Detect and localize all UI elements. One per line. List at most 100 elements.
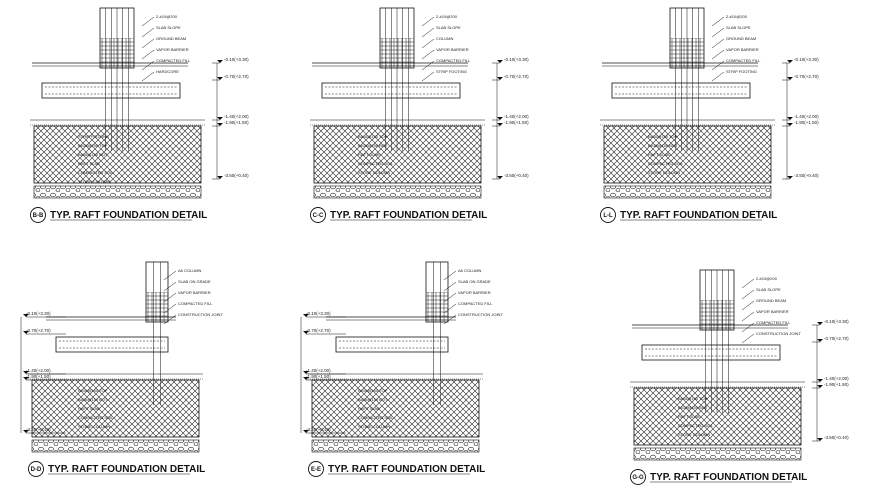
annotation-label: 2-#10@200 bbox=[436, 14, 458, 19]
foundation-detail-e-e: -0.10(+3.30)-0.70(+2.70)-1.40(+2.00)-1.9… bbox=[300, 261, 503, 477]
annotation-leader bbox=[443, 281, 457, 292]
level-label: -1.40(+2.00) bbox=[504, 114, 529, 119]
level-label: -0.70(+2.70) bbox=[306, 328, 331, 333]
level-label: -0.10(+3.30) bbox=[794, 57, 819, 62]
annotation-label: STONE COLUMN bbox=[648, 170, 680, 175]
level-label: -3.50(+0.40) bbox=[824, 435, 849, 440]
annotation-label: B#16@150 TOP bbox=[78, 388, 108, 393]
ground-beam bbox=[41, 82, 181, 99]
level-label: -1.40(+2.00) bbox=[824, 376, 849, 381]
annotation-leader bbox=[141, 27, 155, 38]
annotation-leader bbox=[141, 49, 155, 60]
level-label: -1.40(+2.00) bbox=[224, 114, 249, 119]
section-tag: B-B bbox=[33, 213, 44, 219]
annotation-leader bbox=[711, 27, 725, 38]
level-label: -1.90(+1.50) bbox=[794, 120, 819, 125]
annotation-label: B#16@150 BOT bbox=[358, 397, 388, 402]
foundation-detail-d-d: -0.10(+3.30)-0.70(+2.70)-1.40(+2.00)-1.9… bbox=[20, 261, 223, 477]
level-label: -3.50(+0.40) bbox=[306, 427, 331, 432]
raft-slab bbox=[33, 125, 202, 184]
detail-title: TYP. RAFT FOUNDATION DETAIL bbox=[620, 210, 777, 221]
annotation-label: B#16@150 BOT bbox=[678, 405, 708, 410]
annotation-label: COMPACTED FILL bbox=[436, 58, 471, 63]
annotation-label: COMPACTED FILL bbox=[458, 301, 493, 306]
level-label: -1.40(+2.00) bbox=[794, 114, 819, 119]
annotation-label: STONE COLUMN bbox=[678, 432, 710, 437]
annotation-label: RAFT SLAB bbox=[648, 152, 670, 157]
annotation-leader bbox=[163, 314, 177, 325]
annotation-leader bbox=[741, 278, 755, 289]
level-label: -0.10(+3.30) bbox=[26, 311, 51, 316]
annotation-leader bbox=[741, 333, 755, 344]
annotation-leader bbox=[141, 16, 155, 27]
detail-title: TYP. RAFT FOUNDATION DETAIL bbox=[330, 210, 487, 221]
stone-column bbox=[313, 185, 482, 199]
level-marker-icon bbox=[787, 176, 793, 179]
annotation-leader bbox=[711, 60, 725, 71]
foundation-detail-b-b: -0.10(+3.30)-0.70(+2.70)-1.40(+2.00)-1.9… bbox=[30, 7, 249, 223]
annotation-label: COLUMN bbox=[436, 36, 453, 41]
annotation-label: STONE COLUMN bbox=[78, 179, 110, 184]
level-label: -3.50(+0.40) bbox=[794, 173, 819, 178]
annotation-label: B#16@150 TOP bbox=[358, 134, 388, 139]
annotation-label: RAFT SLAB bbox=[358, 406, 380, 411]
annotation-label: COMPACTED SOIL bbox=[358, 415, 394, 420]
detail-title: TYP. RAFT FOUNDATION DETAIL bbox=[48, 464, 205, 475]
level-marker-icon bbox=[787, 60, 793, 63]
annotation-leader bbox=[443, 303, 457, 314]
level-marker-icon bbox=[217, 176, 223, 179]
annotation-leader bbox=[711, 38, 725, 49]
annotation-label: COMPACTED SOIL bbox=[78, 170, 114, 175]
section-tag: D-D bbox=[31, 467, 42, 473]
annotation-leader bbox=[421, 38, 435, 49]
annotation-label: VAPOR BARRIER bbox=[458, 290, 491, 295]
annotation-label: RAFT SLAB bbox=[358, 152, 380, 157]
level-label: -0.70(+2.70) bbox=[26, 328, 51, 333]
annotation-label: 2-#10@200 bbox=[756, 276, 778, 281]
annotation-label: B#16@150 BOT bbox=[648, 143, 678, 148]
level-marker-icon bbox=[817, 339, 823, 342]
annotation-label: COMPACTED FILL bbox=[156, 58, 191, 63]
annotation-leader bbox=[421, 16, 435, 27]
annotation-label: SLAB ON GRADE bbox=[178, 279, 211, 284]
level-marker-icon bbox=[23, 430, 29, 433]
level-marker-icon bbox=[497, 123, 503, 126]
details-layer: -0.10(+3.30)-0.70(+2.70)-1.40(+2.00)-1.9… bbox=[20, 7, 849, 485]
annotation-label: B#16@150 TOP bbox=[648, 134, 678, 139]
annotation-label: SLAB SLOPE bbox=[436, 25, 461, 30]
annotation-leader bbox=[711, 49, 725, 60]
annotation-leader bbox=[741, 300, 755, 311]
section-tag-circle bbox=[308, 461, 324, 477]
foundation-detail-c-c: -0.10(+3.30)-0.70(+2.70)-1.40(+2.00)-1.9… bbox=[310, 7, 529, 223]
stone-column bbox=[603, 185, 772, 199]
annotation-label: STRIP FOOTING bbox=[726, 69, 757, 74]
annotation-label: COMPACTED SOIL bbox=[678, 423, 714, 428]
annotation-leader bbox=[141, 38, 155, 49]
raft-slab bbox=[31, 379, 200, 438]
annotation-label: RAFT SLAB bbox=[78, 406, 100, 411]
level-marker-icon bbox=[23, 371, 29, 374]
annotation-label: COMPACTED FILL bbox=[756, 320, 791, 325]
annotation-label: VAPOR BARRIER bbox=[436, 47, 469, 52]
stone-column bbox=[311, 439, 480, 453]
level-label: -1.90(+1.50) bbox=[306, 374, 331, 379]
annotation-leader bbox=[141, 71, 155, 82]
annotation-leader bbox=[741, 289, 755, 300]
level-label: -0.70(+2.70) bbox=[504, 74, 529, 79]
detail-title: TYP. RAFT FOUNDATION DETAIL bbox=[650, 472, 807, 483]
annotation-label: CONSTRUCTION JOINT bbox=[458, 312, 503, 317]
annotation-leader bbox=[163, 292, 177, 303]
annotation-label: STRIP FOOTING bbox=[78, 134, 109, 139]
annotation-leader bbox=[163, 303, 177, 314]
level-label: -0.10(+3.30) bbox=[504, 57, 529, 62]
level-marker-icon bbox=[303, 430, 309, 433]
level-label: -0.70(+2.70) bbox=[224, 74, 249, 79]
annotation-label: VAPOR BARRIER bbox=[756, 309, 789, 314]
level-marker-icon bbox=[497, 117, 503, 120]
level-marker-icon bbox=[303, 314, 309, 317]
annotation-leader bbox=[443, 292, 457, 303]
level-label: -0.70(+2.70) bbox=[794, 74, 819, 79]
ground-beam bbox=[641, 344, 781, 361]
stone-column bbox=[33, 185, 202, 199]
